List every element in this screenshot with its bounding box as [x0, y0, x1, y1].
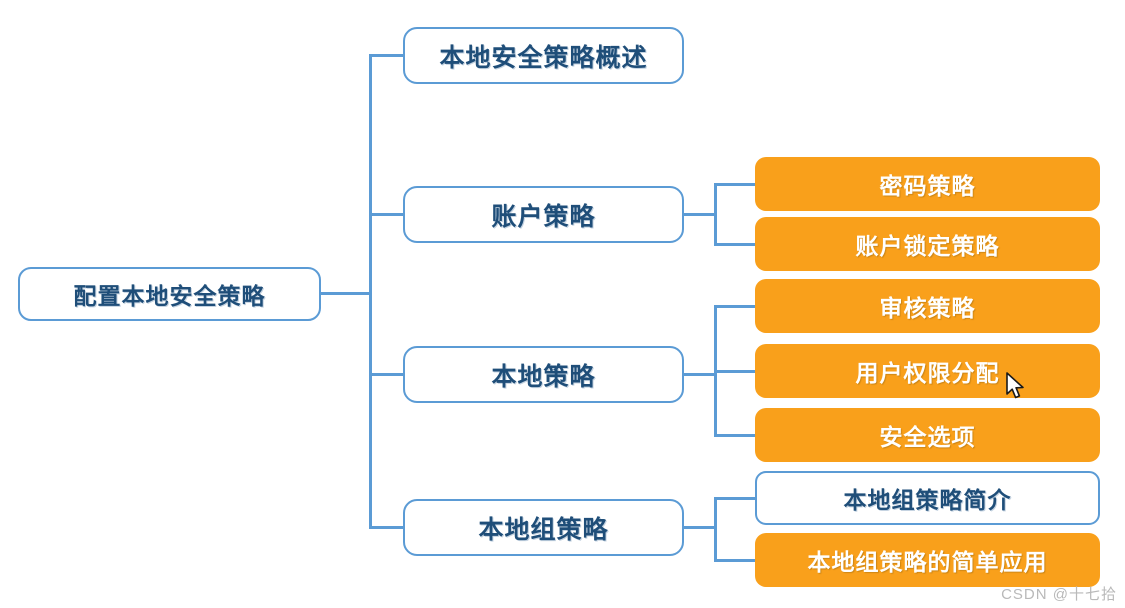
connector-local-group-policy-spine — [714, 498, 717, 562]
connector-account-policy-spine — [714, 184, 717, 246]
leaf-node-local-group-policy-simple-use[interactable]: 本地组策略的简单应用 — [755, 533, 1100, 587]
root-node-configure-local-security-policy[interactable]: 配置本地安全策略 — [18, 267, 321, 321]
leaf-node-user-rights-assignment[interactable]: 用户权限分配 — [755, 344, 1100, 398]
connector-trunk-to-local-group-policy — [369, 526, 405, 529]
connector-to-lgp-intro — [714, 497, 757, 500]
connector-trunk-to-overview — [369, 54, 405, 57]
connector-to-lgp-simple-use — [714, 559, 757, 562]
connector-to-security-options — [714, 434, 757, 437]
leaf-node-local-group-policy-intro[interactable]: 本地组策略简介 — [755, 471, 1100, 525]
leaf-node-account-lockout-policy[interactable]: 账户锁定策略 — [755, 217, 1100, 271]
connector-to-user-rights-assignment — [714, 370, 757, 373]
connector-local-group-policy-stub — [684, 526, 717, 529]
branch-node-local-policy[interactable]: 本地策略 — [403, 346, 684, 403]
connector-trunk-to-account-policy — [369, 213, 405, 216]
connector-root-stub — [321, 292, 371, 295]
branch-node-local-group-policy[interactable]: 本地组策略 — [403, 499, 684, 556]
leaf-node-security-options[interactable]: 安全选项 — [755, 408, 1100, 462]
leaf-node-password-policy[interactable]: 密码策略 — [755, 157, 1100, 211]
connector-main-trunk — [369, 55, 372, 529]
connector-to-audit-policy — [714, 305, 757, 308]
connector-account-policy-stub — [684, 213, 717, 216]
connector-to-password-policy — [714, 183, 757, 186]
leaf-node-audit-policy[interactable]: 审核策略 — [755, 279, 1100, 333]
branch-node-local-security-policy-overview[interactable]: 本地安全策略概述 — [403, 27, 684, 84]
connector-local-policy-stub — [684, 373, 717, 376]
connector-trunk-to-local-policy — [369, 373, 405, 376]
connector-to-account-lockout-policy — [714, 243, 757, 246]
csdn-watermark: CSDN @十七拾 — [1001, 586, 1117, 603]
branch-node-account-policy[interactable]: 账户策略 — [403, 186, 684, 243]
